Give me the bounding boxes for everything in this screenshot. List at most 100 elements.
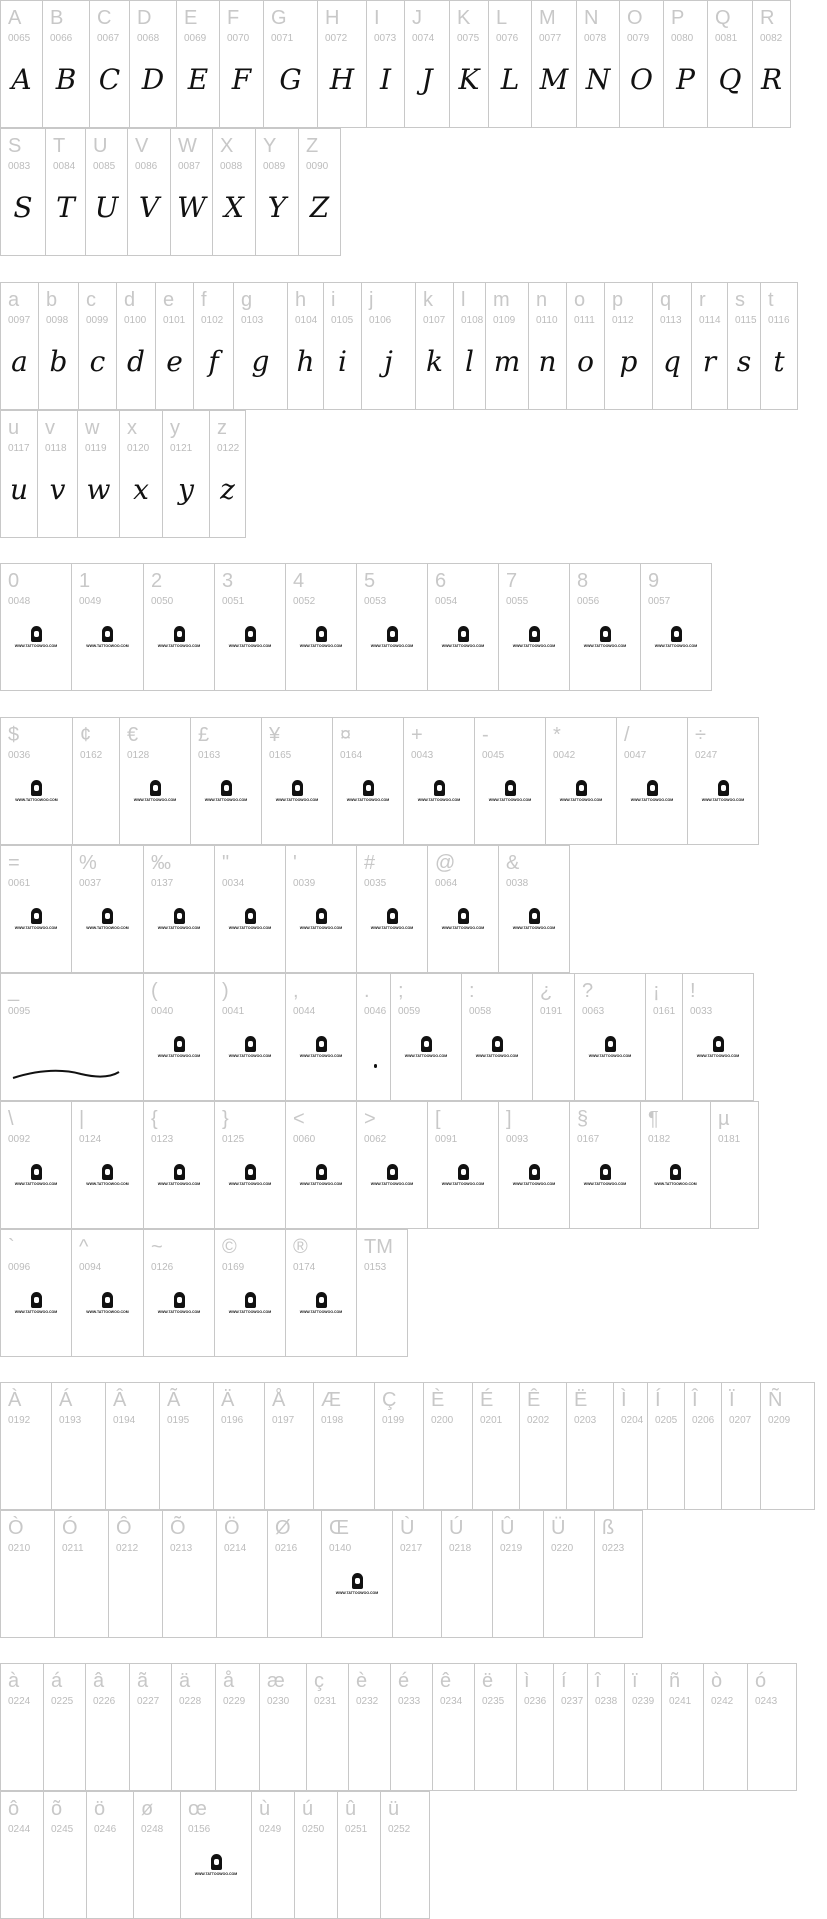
glyph-cell[interactable]: .0046 [356,973,391,1101]
glyph-cell[interactable]: ¿0191 [532,973,575,1101]
glyph-cell[interactable]: ¡0161 [645,973,683,1101]
glyph-cell[interactable]: ¢0162 [72,717,120,845]
